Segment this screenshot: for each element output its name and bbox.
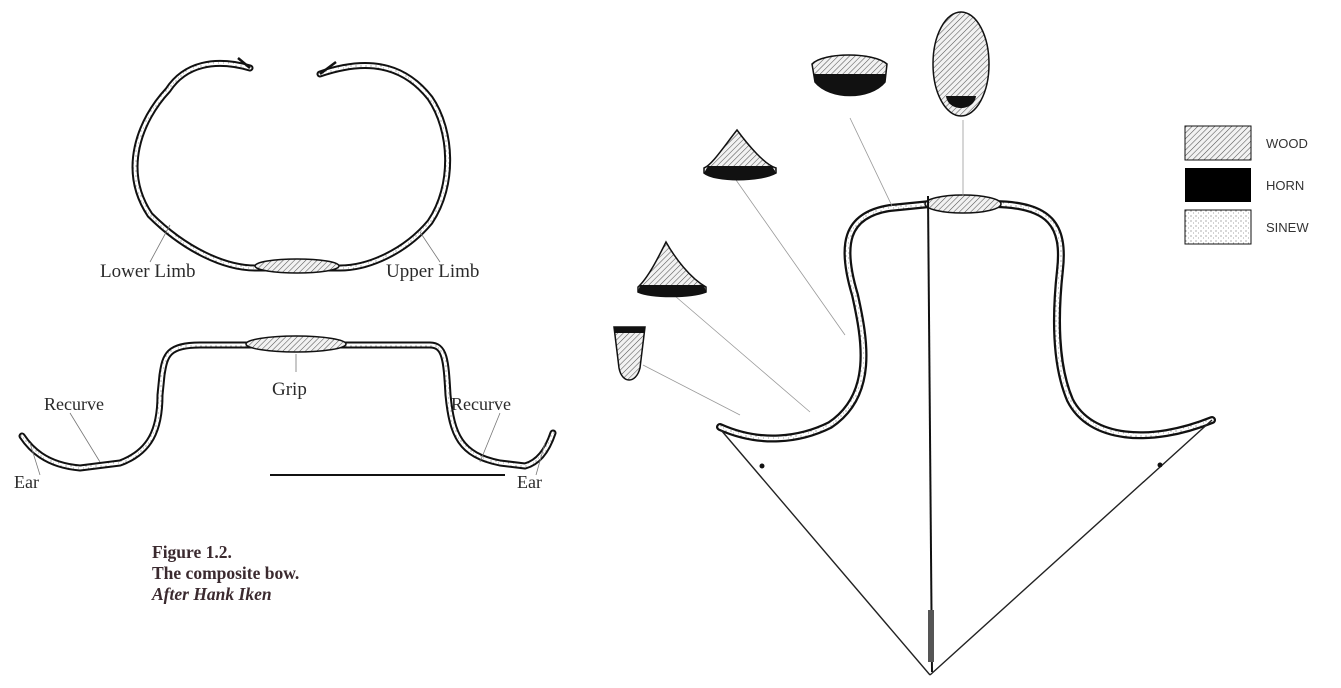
unstrung-bow-drawing: Lower Limb Upper Limb	[100, 58, 479, 282]
arrow-fletching	[928, 610, 934, 662]
upper-limb-label: Upper Limb	[386, 261, 479, 282]
ear-right-label: Ear	[517, 472, 542, 492]
side-bow-grip	[246, 336, 346, 352]
arrow-shaft	[928, 196, 932, 672]
sinew-swatch	[1185, 210, 1251, 244]
legend-horn-label: HORN	[1266, 178, 1304, 193]
figure-number: Figure 1.2.	[152, 542, 452, 563]
legend-item-wood: WOOD	[1185, 126, 1308, 160]
recurve-left-leader	[70, 413, 100, 462]
figure-credit: After Hank Iken	[152, 584, 452, 605]
material-legend: WOOD HORN SINEW	[1185, 126, 1309, 244]
horn-swatch	[1185, 168, 1251, 202]
strung-bow-drawing: Grip Recurve Recurve Ear Ear	[14, 336, 553, 492]
recurve-left-label: Recurve	[44, 394, 104, 414]
legend-item-horn: HORN	[1185, 168, 1304, 202]
bowstring-right	[930, 420, 1212, 675]
legend-sinew-label: SINEW	[1266, 220, 1309, 235]
lower-limb-label: Lower Limb	[100, 261, 196, 282]
top-bow-grip	[255, 259, 339, 273]
figure-title: The composite bow.	[152, 563, 452, 584]
drawn-bow-drawing	[614, 12, 1212, 675]
cross-section-recurve	[638, 242, 706, 297]
cross-section-ear	[614, 327, 645, 380]
upper-limb-leader	[420, 232, 440, 262]
grip-label: Grip	[272, 379, 307, 400]
cross-section-limb	[704, 130, 776, 180]
cross-section-grip	[933, 12, 989, 116]
cross-section-upper-limb	[812, 55, 887, 96]
lower-limb-leader	[150, 225, 170, 262]
recurve-right-label: Recurve	[451, 394, 511, 414]
legend-wood-label: WOOD	[1266, 136, 1308, 151]
figure-caption: Figure 1.2. The composite bow. After Han…	[152, 542, 452, 605]
bowstring-left	[721, 430, 930, 675]
ear-left-label: Ear	[14, 472, 39, 492]
wood-swatch	[1185, 126, 1251, 160]
recurve-right-leader	[480, 413, 500, 462]
drawn-bow-grip	[925, 195, 1001, 213]
legend-item-sinew: SINEW	[1185, 210, 1309, 244]
